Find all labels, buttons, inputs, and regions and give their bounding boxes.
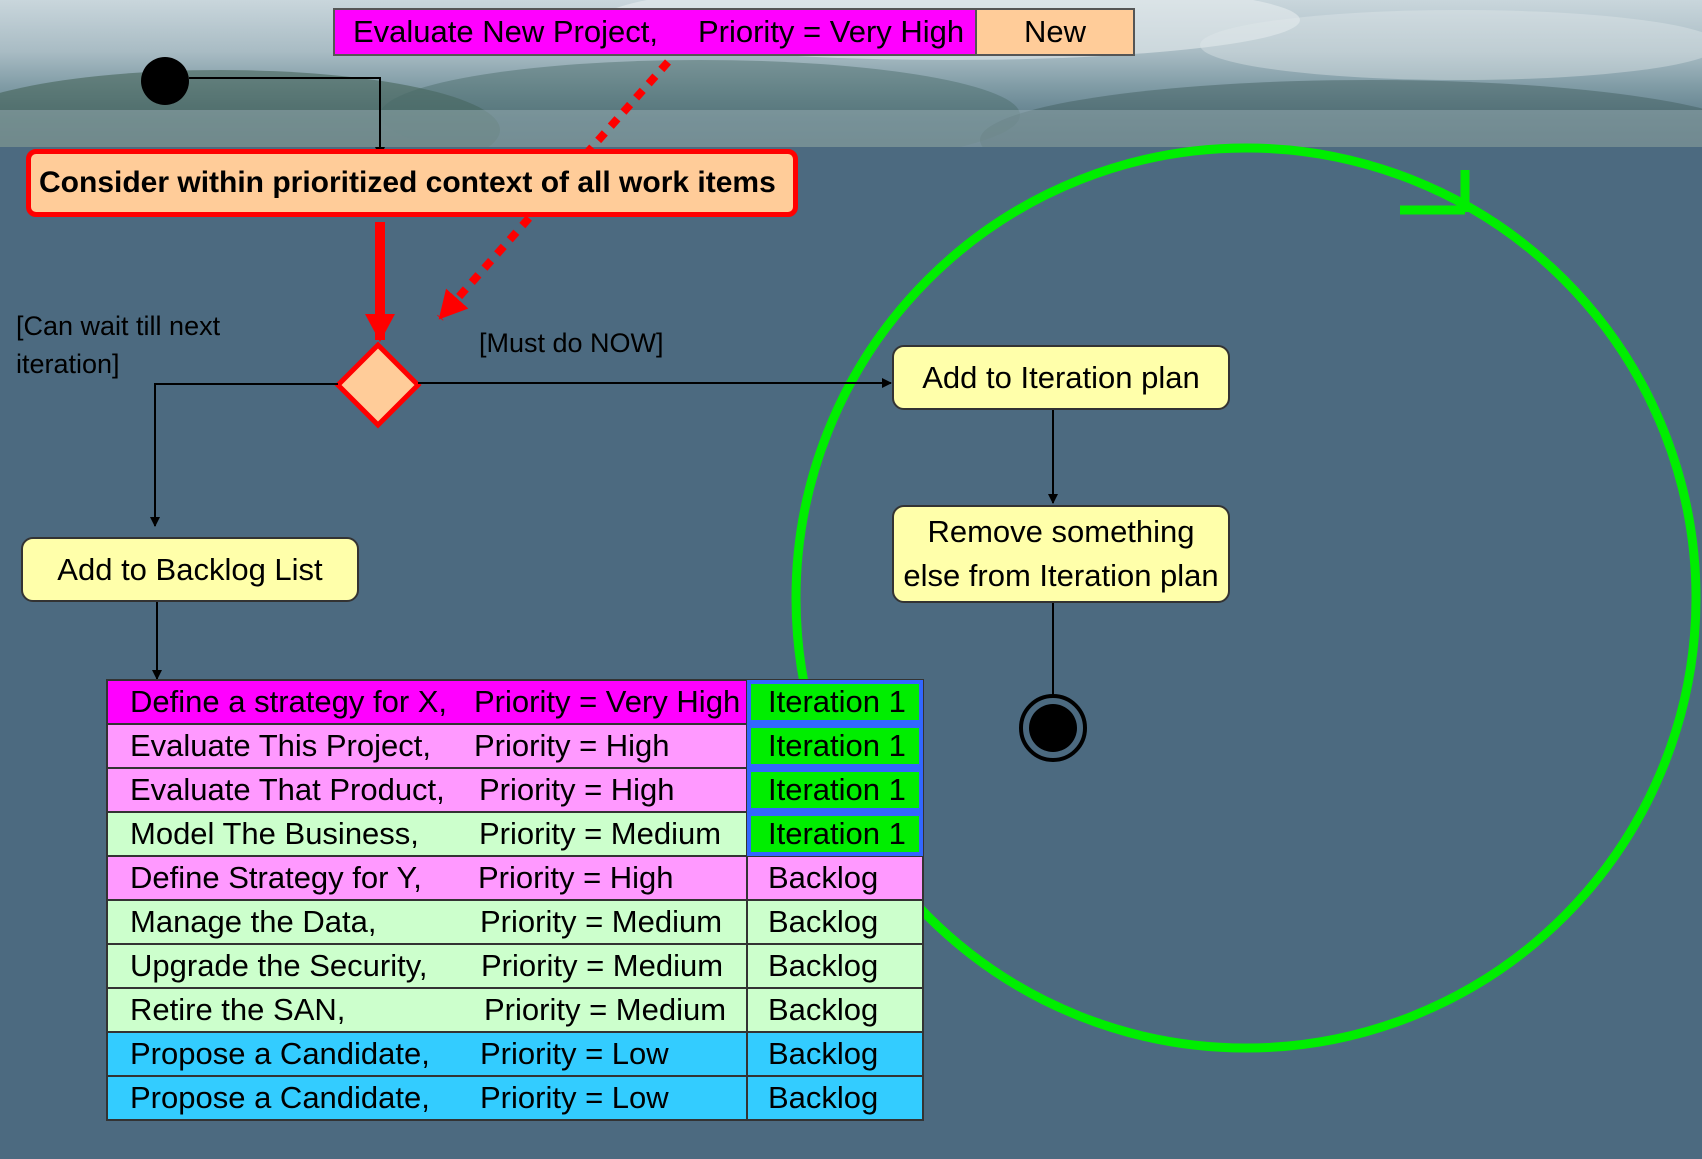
backlog-status-cell: Backlog bbox=[746, 1075, 924, 1121]
iteration-cycle-circle bbox=[791, 143, 1701, 1053]
new-item-status: New bbox=[975, 10, 1133, 54]
add-to-backlog-node: Add to Backlog List bbox=[21, 537, 359, 602]
mist bbox=[0, 110, 1702, 147]
can-wait-flow bbox=[150, 383, 338, 527]
table-row: Manage the Data, Priority = Medium Backlog bbox=[106, 899, 924, 945]
consider-context-node: Consider within prioritized context of a… bbox=[26, 149, 798, 217]
iteration-status-cell: Iteration 1 bbox=[746, 679, 924, 725]
work-item-description: Model The Business, bbox=[130, 816, 419, 851]
remove-label-line2: else from Iteration plan bbox=[903, 558, 1219, 593]
iteration-cycle-arrowhead bbox=[1400, 170, 1470, 215]
table-row: Retire the SAN, Priority = Medium Backlog bbox=[106, 987, 924, 1033]
work-item-description: Define Strategy for Y, bbox=[130, 860, 422, 895]
table-row: Evaluate This Project, Priority = High Ite… bbox=[106, 723, 924, 769]
work-item-list: Define a strategy for X, Priority = Very … bbox=[106, 679, 924, 1121]
table-row: Define a strategy for X, Priority = Very … bbox=[106, 679, 924, 725]
work-item-cell: Evaluate That Product, Priority = High bbox=[106, 767, 748, 813]
add-to-iteration-node: Add to Iteration plan bbox=[892, 345, 1230, 410]
work-item-priority: Priority = Very High bbox=[474, 684, 741, 719]
guard-must-do-now: [Must do NOW] bbox=[479, 328, 664, 358]
work-item-text: Model The Business, Priority = Medium bbox=[130, 816, 746, 852]
decision-node bbox=[334, 341, 422, 429]
backlog-status-cell: Backlog bbox=[746, 943, 924, 989]
guard-can-wait: [Can wait till next iteration] bbox=[16, 307, 220, 383]
work-item-description: Upgrade the Security, bbox=[130, 948, 428, 983]
work-item-text: Manage the Data, Priority = Medium bbox=[130, 904, 746, 940]
table-row: Upgrade the Security, Priority = Medium Ba… bbox=[106, 943, 924, 989]
backlog-status-cell: Backlog bbox=[746, 1031, 924, 1077]
work-item-cell: Propose a Candidate, Priority = Low bbox=[106, 1075, 748, 1121]
work-item-cell: Propose a Candidate, Priority = Low bbox=[106, 1031, 748, 1077]
work-item-cell: Manage the Data, Priority = Medium bbox=[106, 899, 748, 945]
work-item-rows: Define a strategy for X, Priority = Very … bbox=[106, 679, 924, 1121]
work-item-text: Retire the SAN, Priority = Medium bbox=[130, 992, 746, 1028]
new-item-description-cell: Evaluate New Project, Priority = Very Hi… bbox=[335, 10, 975, 54]
work-item-cell: Define Strategy for Y, Priority = High bbox=[106, 855, 748, 901]
work-item-priority: Priority = Low bbox=[480, 1080, 669, 1115]
work-item-description: Propose a Candidate, bbox=[130, 1036, 430, 1071]
new-work-item: Evaluate New Project, Priority = Very Hi… bbox=[333, 8, 1135, 56]
backlog-status-cell: Backlog bbox=[746, 855, 924, 901]
work-item-description: Propose a Candidate, bbox=[130, 1080, 430, 1115]
work-item-text: Evaluate This Project, Priority = High bbox=[130, 728, 746, 764]
work-item-text: Propose a Candidate, Priority = Low bbox=[130, 1036, 746, 1072]
remove-label-line1: Remove something bbox=[927, 514, 1195, 549]
final-node-inner bbox=[1029, 704, 1077, 752]
work-item-description: Evaluate That Product, bbox=[130, 772, 445, 807]
cloud bbox=[1200, 10, 1702, 80]
consider-context-label: Consider within prioritized context of a… bbox=[39, 166, 776, 199]
final-node-outer bbox=[1019, 694, 1087, 762]
iteration-status-cell: Iteration 1 bbox=[746, 811, 924, 857]
work-item-priority: Priority = Low bbox=[480, 1036, 669, 1071]
work-item-priority: Priority = High bbox=[478, 860, 674, 895]
backlog-status-cell: Backlog bbox=[746, 987, 924, 1033]
work-item-text: Define a strategy for X, Priority = Very … bbox=[130, 684, 746, 720]
table-row: Propose a Candidate, Priority = Low Backlo… bbox=[106, 1075, 924, 1121]
table-row: Model The Business, Priority = Medium Iter… bbox=[106, 811, 924, 857]
new-item-priority: Priority = Very High bbox=[697, 14, 965, 49]
work-item-priority: Priority = Medium bbox=[479, 816, 722, 851]
work-item-cell: Upgrade the Security, Priority = Medium bbox=[106, 943, 748, 989]
new-item-description: Evaluate New Project, bbox=[353, 14, 658, 49]
work-item-cell: Retire the SAN, Priority = Medium bbox=[106, 987, 748, 1033]
initial-node bbox=[141, 57, 189, 105]
initial-flow bbox=[189, 77, 385, 157]
work-item-priority: Priority = Medium bbox=[480, 904, 723, 939]
work-item-description: Define a strategy for X, bbox=[130, 684, 448, 719]
work-item-text: Define Strategy for Y, Priority = High bbox=[130, 860, 746, 896]
work-item-description: Evaluate This Project, bbox=[130, 728, 431, 763]
remove-from-iteration-node: Remove something else from Iteration pla… bbox=[892, 505, 1230, 603]
table-row: Evaluate That Product, Priority = High Ite… bbox=[106, 767, 924, 813]
work-item-priority: Priority = High bbox=[479, 772, 675, 807]
work-item-cell: Evaluate This Project, Priority = High bbox=[106, 723, 748, 769]
landmass bbox=[380, 60, 1020, 147]
work-item-cell: Model The Business, Priority = Medium bbox=[106, 811, 748, 857]
work-item-cell: Define a strategy for X, Priority = Very … bbox=[106, 679, 748, 725]
table-row: Propose a Candidate, Priority = Low Backlo… bbox=[106, 1031, 924, 1077]
work-item-text: Propose a Candidate, Priority = Low bbox=[130, 1080, 746, 1116]
table-row: Define Strategy for Y, Priority = High Bac… bbox=[106, 855, 924, 901]
add-to-backlog-label: Add to Backlog List bbox=[57, 551, 323, 587]
add-to-iteration-label: Add to Iteration plan bbox=[922, 359, 1200, 395]
work-item-description: Manage the Data, bbox=[130, 904, 377, 939]
guard-can-wait-line2: iteration] bbox=[16, 349, 120, 379]
guard-can-wait-line1: [Can wait till next bbox=[16, 311, 221, 341]
iteration-status-cell: Iteration 1 bbox=[746, 767, 924, 813]
work-item-priority: Priority = Medium bbox=[481, 948, 724, 983]
work-item-priority: Priority = High bbox=[474, 728, 670, 763]
backlog-status-cell: Backlog bbox=[746, 899, 924, 945]
work-item-priority: Priority = Medium bbox=[484, 992, 727, 1027]
work-item-text: Evaluate That Product, Priority = High bbox=[130, 772, 746, 808]
work-item-text: Upgrade the Security, Priority = Medium bbox=[130, 948, 746, 984]
iteration-status-cell: Iteration 1 bbox=[746, 723, 924, 769]
work-item-description: Retire the SAN, bbox=[130, 992, 346, 1027]
